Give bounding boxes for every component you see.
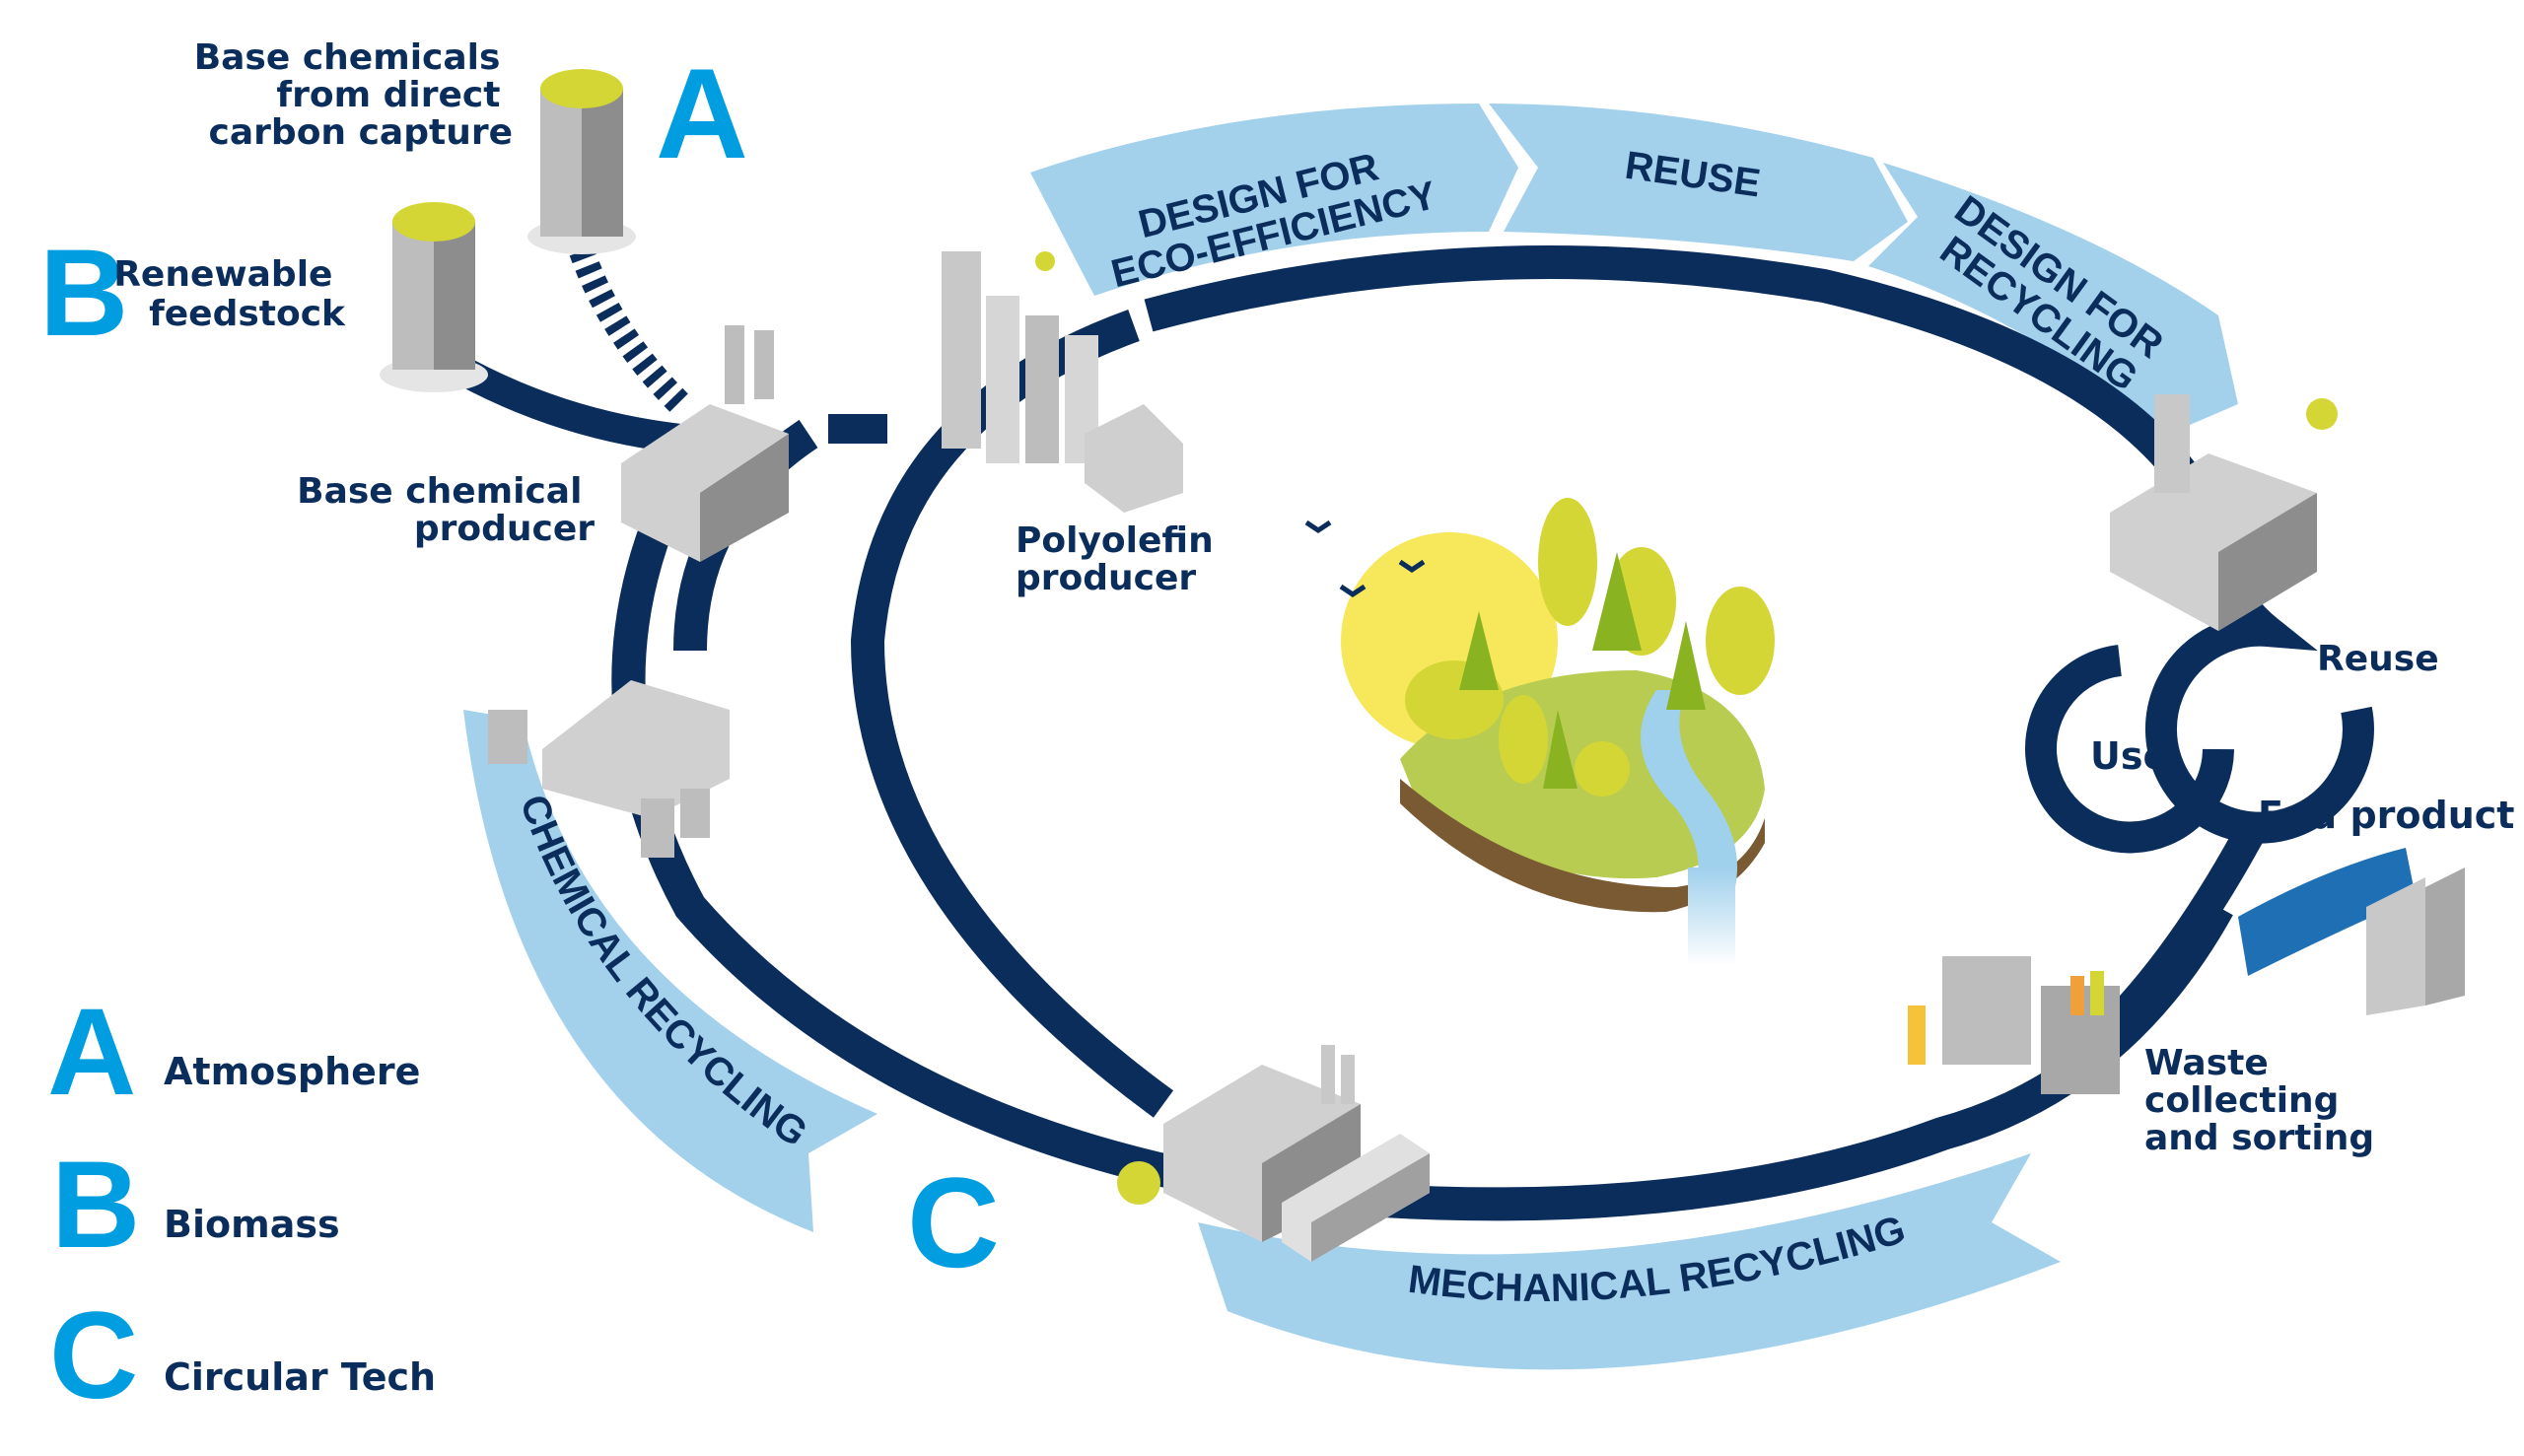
reuse-loop-label: Reuse: [2317, 639, 2439, 679]
legend-label-atmosphere: Atmosphere: [164, 1050, 420, 1093]
source-a-label: Base chemicals from direct carbon captur…: [194, 37, 513, 153]
band-design-eco-efficiency: [1030, 104, 1518, 296]
legend-label-circular-tech: Circular Tech: [164, 1355, 436, 1399]
feedstock-a-arrow: [569, 246, 690, 414]
barrel-b-icon: [380, 202, 488, 392]
truck-icon: [1282, 1134, 1430, 1262]
reuse-loop: [2144, 510, 2374, 844]
legend-letter-a: A: [47, 984, 136, 1121]
outer-top-arc: [1144, 245, 2223, 521]
circular-tech-marker: C: [907, 1150, 1000, 1294]
band-mechanical-recycling: [1198, 1153, 2061, 1370]
polyolefin-producer-label: Polyolefin producer: [1016, 520, 1226, 598]
end-product-icons: [2238, 848, 2465, 1015]
waste-bins-icon: [1908, 956, 2120, 1094]
waste-collecting-label: Waste collecting and sorting: [2144, 1043, 2374, 1158]
converter-factory-icon: [2110, 394, 2338, 631]
use-label: Use: [2090, 734, 2168, 778]
base-chemical-factory-icon: [621, 325, 789, 562]
band-chemical-recycling: [463, 710, 877, 1232]
source-b-letter: B: [39, 225, 128, 362]
polyolefin-factory-icon: [942, 251, 1183, 513]
chemical-recycling-plant-icon: [488, 680, 730, 858]
end-product-label: End product: [2258, 794, 2514, 837]
legend-label-biomass: Biomass: [164, 1203, 340, 1246]
legend-letter-b: B: [51, 1137, 140, 1274]
nature-island-illustration: [1304, 498, 1775, 966]
source-a-letter: A: [656, 41, 748, 185]
legend-letter-c: C: [49, 1287, 138, 1424]
band-design-for-recycling: [1868, 163, 2238, 434]
barrel-a-icon: [527, 69, 636, 254]
source-b-label: Renewable feedstock: [113, 254, 346, 334]
legend: A Atmosphere B Biomass C Circular Tech: [47, 984, 436, 1424]
band-reuse: [1489, 104, 1908, 261]
base-chemical-producer-label: Base chemical producer: [297, 471, 595, 549]
